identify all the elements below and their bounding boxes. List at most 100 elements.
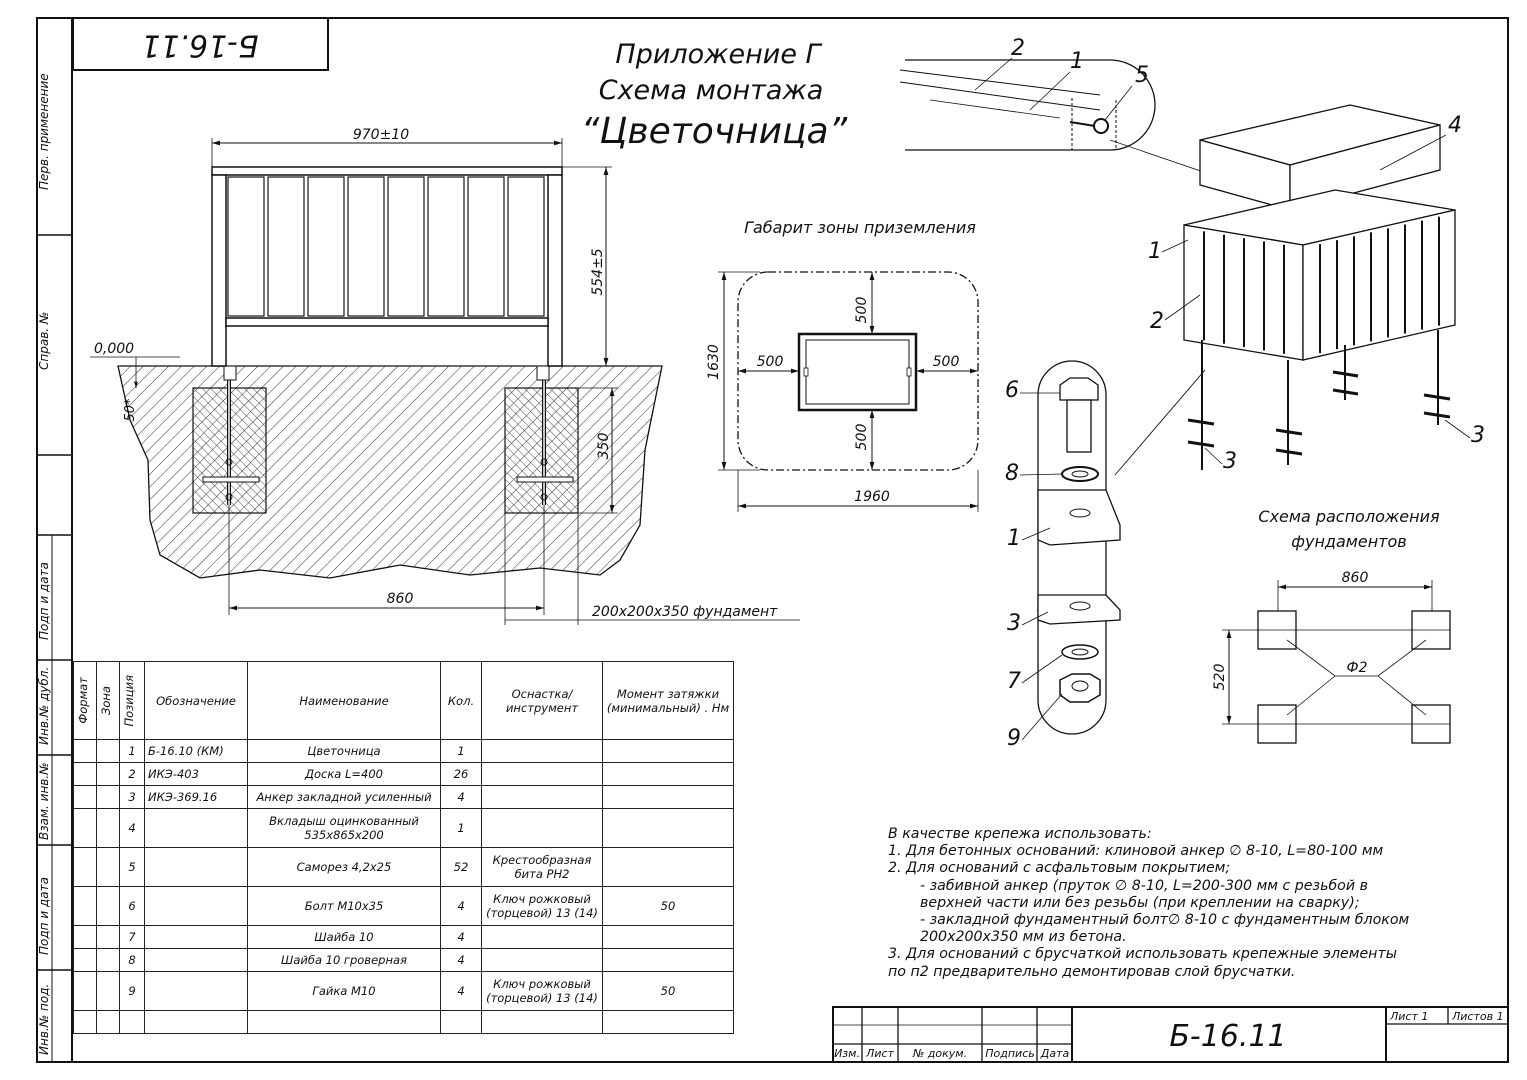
- empty-cell: [96, 1010, 120, 1034]
- cell-name: Доска L=400: [247, 762, 441, 786]
- note-line: 200x200x350 мм из бетона.: [920, 929, 1127, 946]
- front-width-dim: 970±10: [353, 127, 409, 143]
- zone-left-dim: 500: [757, 354, 784, 370]
- empty-cell: [440, 1010, 482, 1034]
- tb-sheet: Лист 1: [1389, 1010, 1428, 1023]
- landing-zone: Габарит зоны приземления 500 500 500 500…: [706, 218, 979, 512]
- side-label-orig-inv: Инв.№ под.: [37, 984, 51, 1055]
- col-qty: Кол.: [440, 661, 482, 740]
- iso-label-2-side: 2: [1150, 309, 1164, 334]
- title-line3: “Цветочница”: [581, 111, 848, 152]
- cell-pos: 4: [119, 808, 145, 848]
- col-torque: Момент затяжки (минимальный) . Нм: [602, 661, 734, 740]
- cell-pos: 7: [119, 925, 145, 949]
- cell-torque: [602, 762, 734, 786]
- cell-designation: [144, 808, 248, 848]
- col-tool: Оснастка/ инструмент: [481, 661, 603, 740]
- layout-title-1: Схема расположения: [1258, 507, 1440, 526]
- cell-tool: Крестообразная бита PH2: [481, 847, 603, 887]
- empty-cell: [73, 847, 97, 887]
- cell-name: Саморез 4,2x25: [247, 847, 441, 887]
- bolt-label-8: 8: [1005, 461, 1019, 486]
- fence-board: [387, 176, 425, 317]
- cell-torque: 50: [602, 971, 734, 1011]
- cell-tool: Ключ рожковый (торцевой) 13 (14): [481, 886, 603, 926]
- foundation-depth-dim: 350: [596, 433, 612, 460]
- zone-height-dim: 1630: [706, 344, 722, 380]
- side-label-replace-inv: Взам. инв.№: [37, 762, 51, 840]
- zone-top-dim: 500: [854, 297, 870, 324]
- front-height-dim: 554±5: [590, 248, 606, 295]
- empty-cell: [73, 762, 97, 786]
- cell-qty: 4: [440, 948, 482, 972]
- zone-bottom-dim: 500: [854, 424, 870, 451]
- title-line1: Приложение Г: [615, 39, 822, 70]
- empty-cell: [96, 971, 120, 1011]
- note-line: 1. Для бетонных оснований: клиновой анке…: [888, 843, 1384, 860]
- cell-tool: [481, 762, 603, 786]
- empty-cell: [73, 925, 97, 949]
- cell-designation: ИКЭ-403: [144, 762, 248, 786]
- note-line: верхней части или без резьбы (при крепле…: [920, 894, 1360, 911]
- fence-board: [227, 176, 265, 317]
- empty-cell: [144, 1010, 248, 1034]
- zone-width-dim: 1960: [854, 489, 890, 505]
- cell-qty: 4: [440, 886, 482, 926]
- empty-cell: [96, 886, 120, 926]
- fence-board: [467, 176, 505, 317]
- cell-designation: [144, 971, 248, 1011]
- cell-qty: 4: [440, 925, 482, 949]
- cell-pos: 6: [119, 886, 145, 926]
- empty-cell: [73, 971, 97, 1011]
- tb-col-izm: Изм.: [834, 1047, 860, 1060]
- empty-cell: [73, 886, 97, 926]
- cell-qty: 4: [440, 971, 482, 1011]
- iso-label-4: 4: [1448, 113, 1462, 138]
- cell-pos: 1: [119, 739, 145, 763]
- note-line: В качестве крепежа использовать:: [888, 826, 1152, 842]
- empty-cell: [96, 739, 120, 763]
- foundation-right: [504, 387, 579, 514]
- cell-qty: 26: [440, 762, 482, 786]
- table-row: [73, 1010, 734, 1034]
- cell-tool: [481, 925, 603, 949]
- cell-pos: 5: [119, 847, 145, 887]
- cell-tool: [481, 948, 603, 972]
- empty-cell: [247, 1010, 441, 1034]
- empty-cell: [73, 808, 97, 848]
- note-line: 3. Для оснований с брусчаткой использова…: [888, 946, 1397, 963]
- cell-designation: [144, 948, 248, 972]
- cell-pos: 3: [119, 785, 145, 809]
- cell-torque: [602, 785, 734, 809]
- cell-designation: [144, 886, 248, 926]
- cell-designation: [144, 847, 248, 887]
- fence-board: [507, 176, 545, 317]
- tb-sheets: Листов 1: [1451, 1010, 1504, 1023]
- cell-designation: Б-16.10 (КМ): [144, 739, 248, 763]
- front-view: 970±10 554±5 350 860 200x200x350 фундаме…: [90, 127, 800, 625]
- tb-col-date: Дата: [1040, 1047, 1070, 1060]
- cell-torque: [602, 925, 734, 949]
- col-designation: Обозначение: [144, 661, 248, 740]
- note-line: - закладной фундаментный болт∅ 8-10 с фу…: [920, 912, 1410, 929]
- front-depth-dim: 50*: [123, 398, 138, 422]
- note-line: 2. Для оснований с асфальтовым покрытием…: [888, 860, 1231, 877]
- outer-frame: [36, 17, 1509, 1063]
- empty-cell: [96, 847, 120, 887]
- side-label-dup-inv: Инв.№ дубл.: [37, 667, 51, 745]
- tb-col-sign: Подпись: [985, 1047, 1034, 1060]
- fastening-notes: В качестве крепежа использовать: 1. Для …: [888, 826, 1488, 981]
- col-name: Наименование: [247, 661, 441, 740]
- cell-tool: [481, 785, 603, 809]
- cell-torque: [602, 847, 734, 887]
- empty-cell: [96, 808, 120, 848]
- zone-right-dim: 500: [933, 354, 960, 370]
- iso-label-3-right: 3: [1471, 423, 1485, 448]
- cell-tool: [481, 739, 603, 763]
